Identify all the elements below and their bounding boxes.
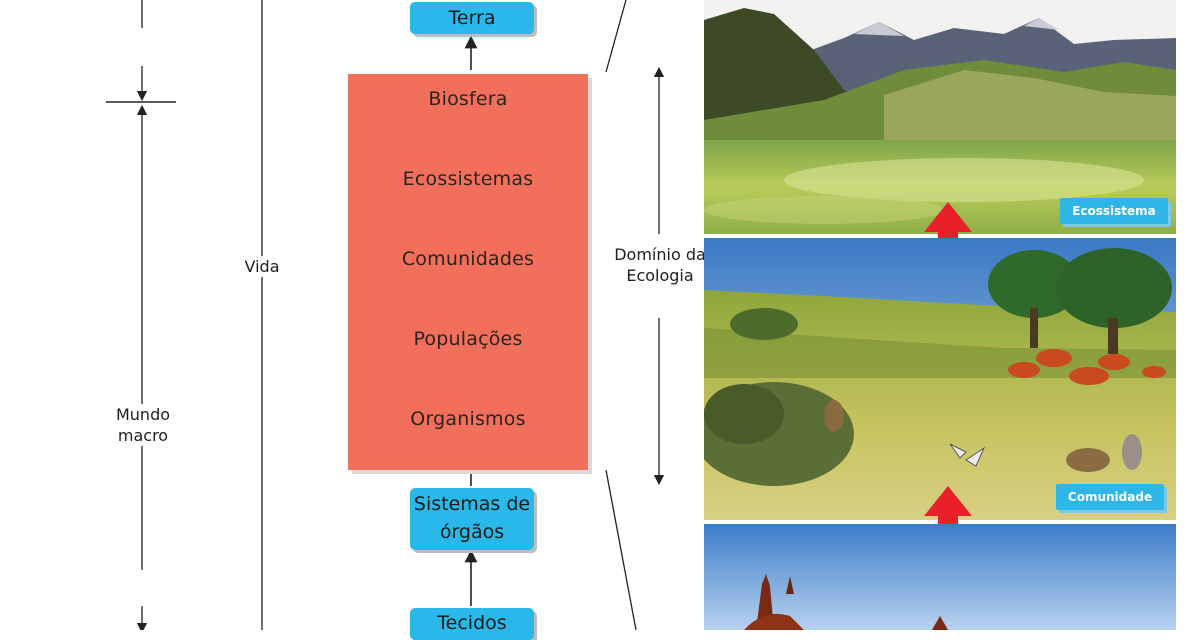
level-tecidos: Tecidos (410, 608, 534, 640)
level-terra-label: Terra (448, 7, 496, 29)
level-comunidades: Comunidades (401, 248, 535, 270)
perspective-line-top (605, 0, 627, 73)
red-up-arrow-1 (924, 202, 972, 268)
dominio-ecologia-label: Domínio da Ecologia (612, 244, 708, 286)
ecossistema-tag: Ecossistema (1060, 198, 1168, 224)
perspective-line-bottom (605, 469, 637, 630)
ecosystem-illustration (704, 0, 1176, 234)
level-populacoes: Populações (413, 328, 523, 350)
level-organismos: Organismos (410, 408, 526, 430)
red-up-arrow-2 (924, 486, 972, 552)
level-sistemas-label: Sistemas de órgãos (413, 493, 531, 543)
community-panel: Comunidade (704, 238, 1176, 520)
community-illustration (704, 238, 1176, 520)
level-tecidos-label: Tecidos (437, 612, 507, 634)
level-terra: Terra (410, 2, 534, 34)
level-sistemas-de-orgaos: Sistemas de órgãos (410, 488, 534, 550)
level-ecossistemas: Ecossistemas (402, 168, 534, 190)
ecology-levels-box (348, 74, 588, 470)
population-panel (704, 524, 1176, 630)
comunidade-tag: Comunidade (1056, 484, 1164, 510)
ecosystem-panel: Ecossistema (704, 0, 1176, 234)
mundo-macro-label: Mundo macro (100, 404, 186, 446)
vida-label: Vida (234, 256, 290, 277)
level-biosfera: Biosfera (428, 88, 508, 110)
population-illustration (704, 524, 1176, 630)
